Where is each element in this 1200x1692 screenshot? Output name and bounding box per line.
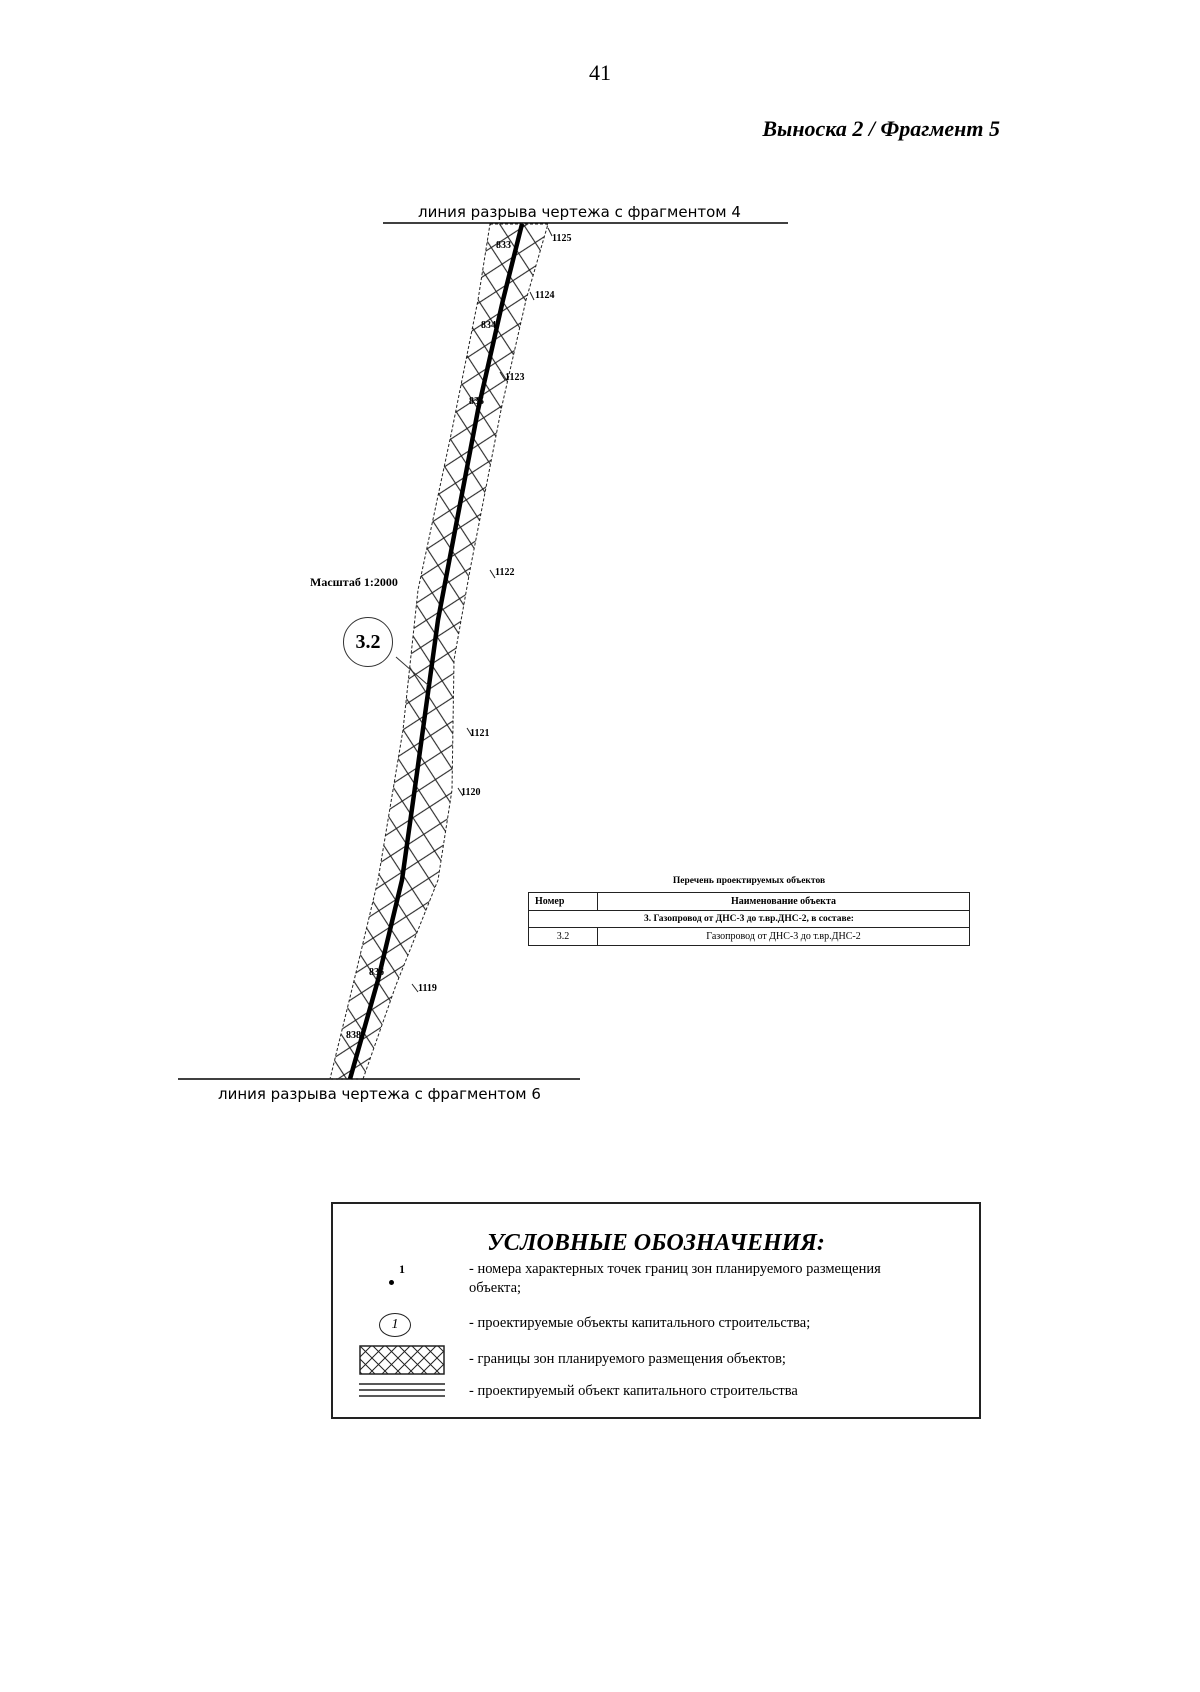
group-title: 3. Газопровод от ДНС-3 до т.вр.ДНС-2, в … <box>528 910 970 928</box>
legend-title: УСЛОВНЫЕ ОБОЗНАЧЕНИЯ: <box>487 1230 825 1256</box>
object-circle-icon: 1 <box>379 1313 411 1337</box>
object-marker-leader <box>395 656 429 686</box>
objects-list: Перечень проектируемых объектов Номер На… <box>528 876 970 946</box>
parallel-lines-icon <box>359 1383 445 1397</box>
column-header-name: Наименование объекта <box>597 892 970 911</box>
page-number: 41 <box>589 60 611 85</box>
objects-caption: Перечень проектируемых объектов <box>672 876 826 886</box>
point-label: 836 <box>369 967 384 978</box>
point-label: 833 <box>496 240 511 251</box>
point-label: 1122 <box>495 567 515 578</box>
point-icon: 1 <box>389 1262 419 1294</box>
point-label: 1120 <box>461 787 481 798</box>
point-icon-number: 1 <box>399 1262 405 1276</box>
table-group-row: 3. Газопровод от ДНС-3 до т.вр.ДНС-2, в … <box>528 910 970 928</box>
table-header-row: Номер Наименование объекта <box>528 892 970 911</box>
point-label: 1121 <box>470 728 490 739</box>
point-label: 1125 <box>552 233 572 244</box>
planned-zone-corridor <box>329 223 549 1080</box>
hatched-zone-icon <box>359 1345 445 1375</box>
point-ticks <box>411 227 553 993</box>
object-marker: 3.2 <box>343 617 393 667</box>
legend-box: УСЛОВНЫЕ ОБОЗНАЧЕНИЯ: 1 - номера характе… <box>331 1202 981 1419</box>
point-label: 1119 <box>418 983 437 994</box>
point-label: 838 <box>346 1030 361 1041</box>
pipeline-line <box>347 223 525 1080</box>
row-number: 3.2 <box>528 927 598 946</box>
legend-item: - границы зон планируемого размещения об… <box>469 1351 786 1367</box>
break-line-top-label: линия разрыва чертежа с фрагментом 4 <box>418 203 741 221</box>
table-row: 3.2 Газопровод от ДНС-3 до т.вр.ДНС-2 <box>528 927 970 946</box>
point-label: 834 <box>481 320 496 331</box>
point-label: 835 <box>469 396 484 407</box>
legend-item: - номера характерных точек границ зон пл… <box>469 1261 881 1296</box>
row-name: Газопровод от ДНС-3 до т.вр.ДНС-2 <box>597 927 970 946</box>
legend-item: - проектируемые объекты капитального стр… <box>469 1315 811 1331</box>
break-line-bottom-label: линия разрыва чертежа с фрагментом 6 <box>218 1085 541 1103</box>
legend-item: - проектируемый объект капитального стро… <box>469 1383 798 1399</box>
point-label: 1123 <box>505 372 525 383</box>
callout-title: Выноска 2 / Фрагмент 5 <box>762 116 1000 141</box>
point-label: 1124 <box>535 290 555 301</box>
objects-table: Номер Наименование объекта 3. Газопровод… <box>528 892 970 946</box>
column-header-number: Номер <box>528 892 598 911</box>
scale-label: Масштаб 1:2000 <box>310 575 398 589</box>
